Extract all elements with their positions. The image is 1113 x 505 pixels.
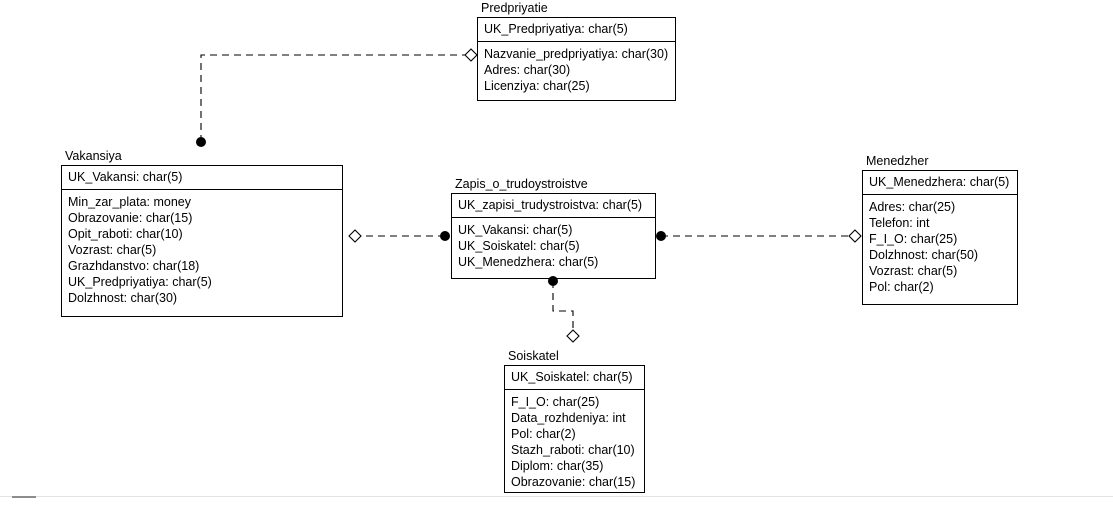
entity-frame: UK_Vakansi: char(5) Min_zar_plata: money… [61, 165, 343, 317]
entity-zapis-o-trudoystroistve[interactable]: Zapis_o_trudoystroistve UK_zapisi_trudys… [451, 177, 661, 284]
entity-frame: UK_Soiskatel: char(5) F_I_O: char(25) Da… [504, 365, 645, 493]
relationship-endpoint-dot [440, 231, 450, 241]
entity-soiskatel[interactable]: Soiskatel UK_Soiskatel: char(5) F_I_O: c… [504, 349, 650, 498]
entity-attribute: Nazvanie_predpriyatiya: char(30) [484, 47, 669, 61]
entity-frame: UK_Predpriyatiya: char(5) Nazvanie_predp… [477, 17, 676, 101]
entity-attribute: Adres: char(30) [484, 63, 571, 77]
entity-frame: UK_zapisi_trudystroistva: char(5) UK_Vak… [451, 193, 656, 279]
entity-title: Zapis_o_trudoystroistve [455, 177, 588, 191]
entity-attribute: F_I_O: char(25) [869, 232, 958, 246]
entity-predpriyatie[interactable]: Predpriyatie UK_Predpriyatiya: char(5) N… [477, 1, 681, 106]
entity-attribute: Adres: char(25) [869, 200, 956, 214]
entity-attribute: Data_rozhdeniya: int [511, 411, 626, 425]
entity-menedzher[interactable]: Menedzher UK_Menedzhera: char(5) Adres: … [862, 154, 1023, 310]
primary-key-section: UK_zapisi_trudystroistva: char(5) [452, 194, 655, 218]
entity-vakansiya[interactable]: Vakansiya UK_Vakansi: char(5) Min_zar_pl… [61, 149, 348, 322]
relationship-endpoint-diamond [848, 229, 862, 243]
primary-key-section: UK_Vakansi: char(5) [62, 166, 342, 190]
primary-key-attribute: UK_Soiskatel: char(5) [511, 370, 633, 384]
relationship-endpoint-diamond [348, 229, 362, 243]
relationship-endpoint-diamond [566, 329, 580, 343]
primary-key-attribute: UK_zapisi_trudystroistva: char(5) [458, 198, 643, 212]
entity-attribute: Pol: char(2) [511, 427, 576, 441]
entity-attribute: Stazh_raboti: char(10) [511, 443, 635, 457]
entity-attribute: Obrazovanie: char(15) [511, 475, 636, 489]
attribute-section: UK_Vakansi: char(5) UK_Soiskatel: char(5… [452, 218, 655, 278]
entity-attribute: Telefon: int [869, 216, 930, 230]
entity-attribute: UK_Menedzhera: char(5) [458, 255, 599, 269]
entity-attribute: Obrazovanie: char(15) [68, 211, 193, 225]
entity-frame: UK_Menedzhera: char(5) Adres: char(25) T… [862, 170, 1018, 305]
primary-key-attribute: UK_Predpriyatiya: char(5) [484, 22, 628, 36]
entity-title: Vakansiya [65, 149, 122, 163]
entity-title: Soiskatel [508, 349, 559, 363]
entity-attribute: Licenziya: char(25) [484, 79, 590, 93]
primary-key-section: UK_Menedzhera: char(5) [863, 171, 1017, 195]
primary-key-attribute: UK_Vakansi: char(5) [68, 170, 183, 184]
entity-attribute: Vozrast: char(5) [869, 264, 958, 278]
entity-title: Predpriyatie [481, 1, 548, 15]
relationship-line[interactable] [200, 54, 471, 142]
relationship-line[interactable] [552, 281, 574, 336]
entity-attribute: Vozrast: char(5) [68, 243, 157, 257]
entity-attribute: UK_Vakansi: char(5) [458, 223, 573, 237]
attribute-section: F_I_O: char(25) Data_rozhdeniya: int Pol… [505, 390, 644, 495]
primary-key-attribute: UK_Menedzhera: char(5) [869, 175, 1010, 189]
attribute-section: Adres: char(25) Telefon: int F_I_O: char… [863, 195, 1017, 304]
primary-key-section: UK_Soiskatel: char(5) [505, 366, 644, 390]
entity-attribute: Dolzhnost: char(50) [869, 248, 979, 262]
relationship-endpoint-diamond [464, 48, 478, 62]
attribute-section: Nazvanie_predpriyatiya: char(30) Adres: … [478, 42, 675, 100]
entity-attribute: UK_Soiskatel: char(5) [458, 239, 580, 253]
attribute-section: Min_zar_plata: money Obrazovanie: char(1… [62, 190, 342, 316]
entity-attribute: UK_Predpriyatiya: char(5) [68, 275, 212, 289]
page-boundary-rule [0, 496, 1113, 497]
relationship-endpoint-dot [196, 137, 206, 147]
entity-attribute: Min_zar_plata: money [68, 195, 191, 209]
entity-attribute: Pol: char(2) [869, 280, 934, 294]
entity-attribute: F_I_O: char(25) [511, 395, 600, 409]
entity-title: Menedzher [866, 154, 929, 168]
entity-attribute: Dolzhnost: char(30) [68, 291, 178, 305]
primary-key-section: UK_Predpriyatiya: char(5) [478, 18, 675, 42]
entity-attribute: Grazhdanstvo: char(18) [68, 259, 200, 273]
entity-attribute: Diplom: char(35) [511, 459, 604, 473]
page-boundary-tick [12, 496, 36, 498]
relationship-endpoint-dot [656, 231, 666, 241]
entity-attribute: Opit_raboti: char(10) [68, 227, 183, 241]
